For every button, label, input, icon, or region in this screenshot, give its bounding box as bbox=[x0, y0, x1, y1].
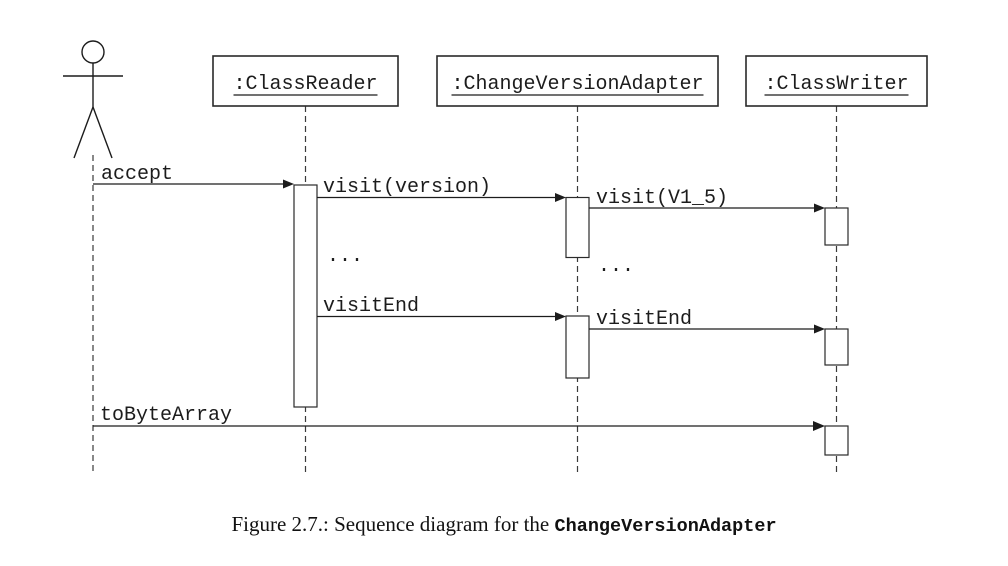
participant-box bbox=[212, 55, 399, 107]
sequence-diagram: :ClassReader :ChangeVersionAdapter :Clas… bbox=[63, 40, 928, 473]
message-label-tobytearray: toByteArray bbox=[100, 404, 232, 427]
arrowhead-icon bbox=[813, 421, 825, 431]
participant-label-changeversionadapter: :ChangeVersionAdapter bbox=[451, 73, 703, 96]
arrowhead-icon bbox=[814, 324, 825, 334]
actor-head bbox=[81, 40, 105, 64]
actor-right-leg bbox=[92, 106, 113, 159]
activation-bar-adapter-visitend bbox=[565, 315, 590, 379]
arrowhead-icon bbox=[555, 193, 566, 202]
arrowhead-icon bbox=[283, 179, 294, 189]
activation-bar-adapter-visit bbox=[565, 196, 590, 259]
ellipsis-classreader: ... bbox=[327, 245, 363, 268]
caption-text: Figure 2.7.: Sequence diagram for the bbox=[231, 512, 555, 536]
message-label-visit-version: visit(version) bbox=[323, 176, 491, 199]
activation-bar-writer-visit bbox=[824, 207, 849, 246]
message-visitend-adapter-writer: visitEnd bbox=[589, 308, 825, 334]
activation-bar-writer-tobytearray bbox=[824, 425, 849, 456]
message-accept: accept bbox=[93, 163, 294, 189]
figure-caption: Figure 2.7.: Sequence diagram for the Ch… bbox=[0, 512, 1008, 537]
participant-changeversionadapter: :ChangeVersionAdapter bbox=[436, 55, 719, 107]
arrowhead-icon bbox=[555, 312, 566, 321]
ellipsis-changeversionadapter: ... bbox=[598, 255, 634, 278]
participant-classwriter: :ClassWriter bbox=[745, 55, 928, 107]
actor-left-leg bbox=[73, 106, 94, 159]
message-label-visit-v1-5: visit(V1_5) bbox=[596, 187, 728, 210]
message-visit-version: visit(version) bbox=[317, 176, 566, 202]
participant-classreader: :ClassReader bbox=[212, 55, 399, 107]
actor-figure bbox=[63, 40, 123, 159]
message-label-accept: accept bbox=[101, 163, 173, 186]
participant-box bbox=[745, 55, 928, 107]
message-visit-v1-5: visit(V1_5) bbox=[589, 187, 825, 213]
participant-label-classreader: :ClassReader bbox=[233, 73, 377, 96]
activation-bar-writer-visitend bbox=[824, 328, 849, 366]
caption-code: ChangeVersionAdapter bbox=[554, 516, 777, 537]
message-visitend-reader-adapter: visitEnd bbox=[317, 295, 566, 321]
arrowhead-icon bbox=[814, 203, 825, 213]
participant-box bbox=[436, 55, 719, 107]
message-tobytearray: toByteArray bbox=[93, 404, 825, 431]
message-label-visitend-2: visitEnd bbox=[596, 308, 692, 331]
message-label-visitend-1: visitEnd bbox=[323, 295, 419, 318]
participant-label-classwriter: :ClassWriter bbox=[764, 73, 908, 96]
activation-bar-classreader bbox=[293, 184, 318, 408]
